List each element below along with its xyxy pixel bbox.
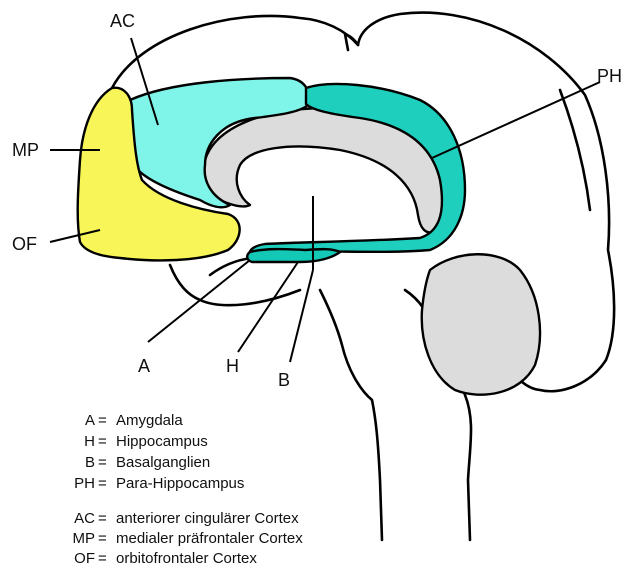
legend-row: AC = anteriorer cingulärer Cortex	[74, 510, 299, 527]
legend-row: OF = orbitofrontaler Cortex	[74, 550, 257, 567]
legend-row: MP = medialer präfrontaler Cortex	[73, 530, 304, 547]
label-ac: AC	[110, 11, 135, 31]
legend-sep: =	[98, 412, 107, 429]
legend-abbr: MP	[73, 530, 96, 547]
central-notch	[345, 34, 358, 50]
legend-abbr: B	[85, 454, 95, 471]
legend-abbr: PH	[74, 475, 95, 492]
legend-sep: =	[98, 510, 107, 527]
sulcus-line	[560, 90, 590, 210]
legend-sep: =	[98, 454, 107, 471]
label-h: H	[226, 356, 239, 376]
h-pointer	[238, 262, 298, 352]
b-pointer	[290, 270, 313, 362]
legend-sep: =	[98, 530, 107, 547]
legend-text: Basalganglien	[116, 454, 210, 471]
ph-pointer	[432, 82, 600, 158]
legend-text: Hippocampus	[116, 433, 208, 450]
label-a: A	[138, 356, 150, 376]
hippocampus-strip	[247, 249, 340, 262]
legend-abbr: OF	[74, 550, 95, 567]
label-b: B	[278, 370, 290, 390]
legend-abbr: AC	[74, 510, 95, 527]
label-of: OF	[12, 234, 37, 254]
legend-sep: =	[98, 475, 107, 492]
legend-text: Para-Hippocampus	[116, 475, 244, 492]
cerebellum-region	[422, 254, 540, 394]
legend-text: anteriorer cingulärer Cortex	[116, 510, 299, 527]
legend-text: orbitofrontaler Cortex	[116, 550, 257, 567]
legend-row: B = Basalganglien	[85, 454, 210, 471]
legend-text: Amygdala	[116, 412, 183, 429]
legend-sep: =	[98, 550, 107, 567]
label-mp: MP	[12, 140, 39, 160]
legend-abbr: H	[84, 433, 95, 450]
legend-sep: =	[98, 433, 107, 450]
brainstem-left-contour	[320, 290, 382, 540]
a-pointer	[148, 260, 250, 342]
legend-text: medialer präfrontaler Cortex	[116, 530, 303, 547]
legend-abbr: A	[85, 412, 95, 429]
legend-row: H = Hippocampus	[84, 433, 208, 450]
legend: A = Amygdala H = Hippocampus B = Basalga…	[73, 412, 304, 567]
legend-row: A = Amygdala	[85, 412, 183, 429]
legend-row: PH = Para-Hippocampus	[74, 475, 244, 492]
label-ph: PH	[597, 66, 622, 86]
